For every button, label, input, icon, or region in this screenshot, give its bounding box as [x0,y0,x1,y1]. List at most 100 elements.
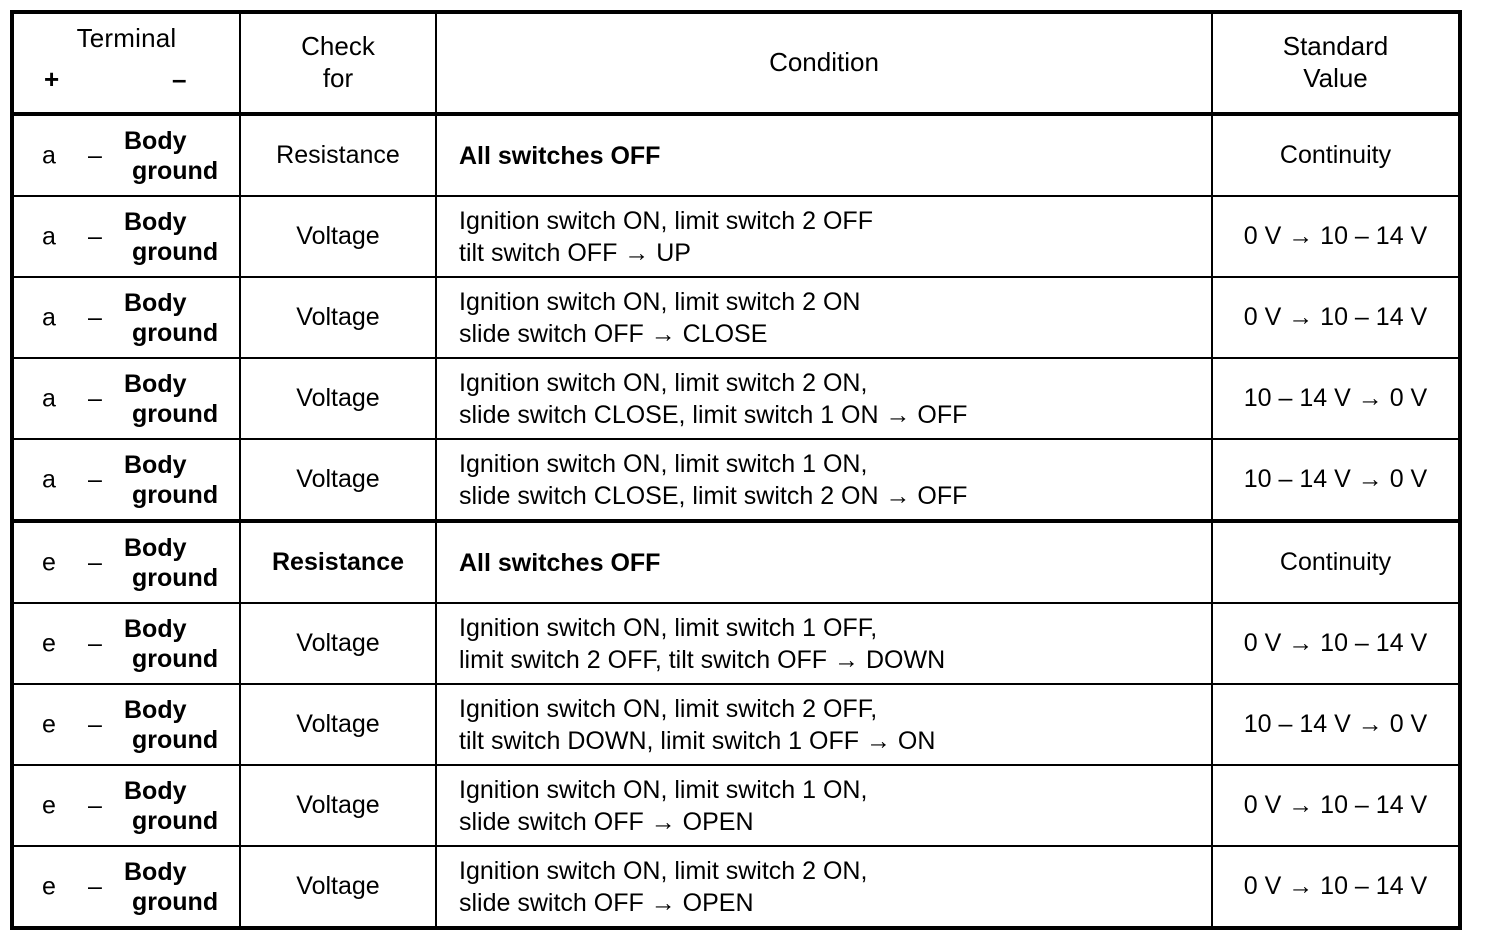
terminal-positive: e [42,629,56,657]
terminal-negative-line2: ground [132,318,219,347]
condition-line2: tilt switch DOWN, limit switch 1 OFF → O… [459,726,936,755]
cell-standard-value: 10 – 14 V → 0 V [1211,438,1461,522]
terminal-separator-dash: – [88,710,102,738]
header-cell-terminal: Terminal + – [11,11,241,116]
condition-line1: Ignition switch ON, limit switch 1 ON, [459,775,868,804]
cell-check-for: Resistance [239,113,437,197]
condition-line1: Ignition switch ON, limit switch 1 ON, [459,449,868,478]
terminal-negative-line2: ground [132,887,219,916]
header-cell-check-for: Check for [239,11,437,116]
condition-line1: Ignition switch ON, limit switch 2 ON, [459,856,868,885]
cell-standard-value: 0 V → 10 – 14 V [1211,276,1461,359]
table-row: a – Body ground Voltage Ignition switch … [11,438,1461,522]
condition-line2: tilt switch OFF → UP [459,238,691,267]
terminal-separator-dash: – [88,872,102,900]
header-label-check-line2: for [322,63,354,93]
terminal-negative-line2: ground [132,237,219,266]
cell-check-for: Resistance [239,519,437,604]
header-label-minus: – [172,64,187,94]
cell-standard-value: 0 V → 10 – 14 V [1211,764,1461,847]
terminal-negative-line1: Body [124,369,187,398]
terminal-negative: Body ground [118,288,238,348]
cell-condition: Ignition switch ON, limit switch 1 ON, s… [435,438,1213,522]
terminal-negative-line1: Body [124,857,187,886]
terminal-negative-line1: Body [124,533,187,562]
condition-line2: limit switch 2 OFF, tilt switch OFF → DO… [459,645,946,674]
terminal-positive: a [42,222,56,250]
terminal-positive: e [42,791,56,819]
condition-line1: All switches OFF [459,141,661,170]
header-label-plus: + [44,64,60,94]
cell-condition: Ignition switch ON, limit switch 2 OFF, … [435,683,1213,766]
terminal-negative-line2: ground [132,480,219,509]
terminal-separator-dash: – [88,548,102,576]
cell-standard-value: 0 V → 10 – 14 V [1211,602,1461,685]
cell-condition: Ignition switch ON, limit switch 2 ON, s… [435,357,1213,440]
terminal-negative: Body ground [118,857,238,917]
terminal-separator-dash: – [88,141,102,169]
terminal-negative-line1: Body [124,126,187,155]
terminal-negative-line2: ground [132,563,219,592]
cell-terminal: e – Body ground [11,845,241,929]
terminal-negative-line1: Body [124,207,187,236]
terminal-negative-line1: Body [124,695,187,724]
terminal-separator-dash: – [88,791,102,819]
table-row: a – Body ground Voltage Ignition switch … [11,357,1461,440]
terminal-negative-line1: Body [124,288,187,317]
terminal-negative: Body ground [118,207,238,267]
condition-line2: slide switch OFF → CLOSE [459,319,768,348]
terminal-separator-dash: – [88,303,102,331]
cell-standard-value: 0 V → 10 – 14 V [1211,845,1461,929]
terminal-separator-dash: – [88,629,102,657]
table-row: e – Body ground Resistance All switches … [11,519,1461,604]
condition-line1: Ignition switch ON, limit switch 2 OFF [459,206,873,235]
header-label-check-line1: Check [301,31,375,62]
terminal-negative-line2: ground [132,156,219,185]
table-row: e – Body ground Voltage Ignition switch … [11,683,1461,766]
header-label-terminal: Terminal [76,23,177,53]
terminal-negative: Body ground [118,614,238,674]
table-header-row: Terminal + – Check for Condition Standar… [11,11,1461,116]
cell-standard-value: Continuity [1211,519,1461,604]
header-cell-condition: Condition [435,11,1213,116]
terminal-positive: a [42,384,56,412]
cell-condition: Ignition switch ON, limit switch 1 OFF, … [435,602,1213,685]
cell-condition: Ignition switch ON, limit switch 1 ON, s… [435,764,1213,847]
terminal-positive: a [42,465,56,493]
cell-condition: All switches OFF [435,519,1213,604]
terminal-positive: e [42,548,56,576]
header-cell-standard-value: Standard Value [1211,11,1461,116]
cell-condition: Ignition switch ON, limit switch 2 OFF t… [435,195,1213,278]
terminal-negative-line2: ground [132,725,219,754]
condition-line1: Ignition switch ON, limit switch 2 ON [459,287,861,316]
condition-line2: slide switch CLOSE, limit switch 2 ON → … [459,481,968,510]
cell-check-for: Voltage [239,602,437,685]
header-label-standard-line1: Standard [1282,31,1389,62]
header-label-standard-line2: Value [1303,63,1368,93]
cell-check-for: Voltage [239,438,437,522]
cell-check-for: Voltage [239,683,437,766]
terminal-negative-line1: Body [124,614,187,643]
cell-standard-value: 10 – 14 V → 0 V [1211,683,1461,766]
terminal-separator-dash: – [88,465,102,493]
terminal-negative: Body ground [118,533,238,593]
cell-check-for: Voltage [239,357,437,440]
condition-line1: Ignition switch ON, limit switch 2 OFF, [459,694,878,723]
table-row: a – Body ground Voltage Ignition switch … [11,276,1461,359]
terminal-negative: Body ground [118,776,238,836]
cell-check-for: Voltage [239,195,437,278]
terminal-positive: e [42,710,56,738]
condition-line2: slide switch CLOSE, limit switch 1 ON → … [459,400,968,429]
table-row: e – Body ground Voltage Ignition switch … [11,764,1461,847]
table-row: a – Body ground Voltage Ignition switch … [11,195,1461,278]
terminal-positive: a [42,141,56,169]
cell-condition: Ignition switch ON, limit switch 2 ON, s… [435,845,1213,929]
cell-check-for: Voltage [239,276,437,359]
condition-line1: All switches OFF [459,548,661,577]
cell-standard-value: 0 V → 10 – 14 V [1211,195,1461,278]
cell-check-for: Voltage [239,845,437,929]
cell-terminal: e – Body ground [11,764,241,847]
terminal-negative: Body ground [118,126,238,186]
terminal-negative: Body ground [118,369,238,429]
